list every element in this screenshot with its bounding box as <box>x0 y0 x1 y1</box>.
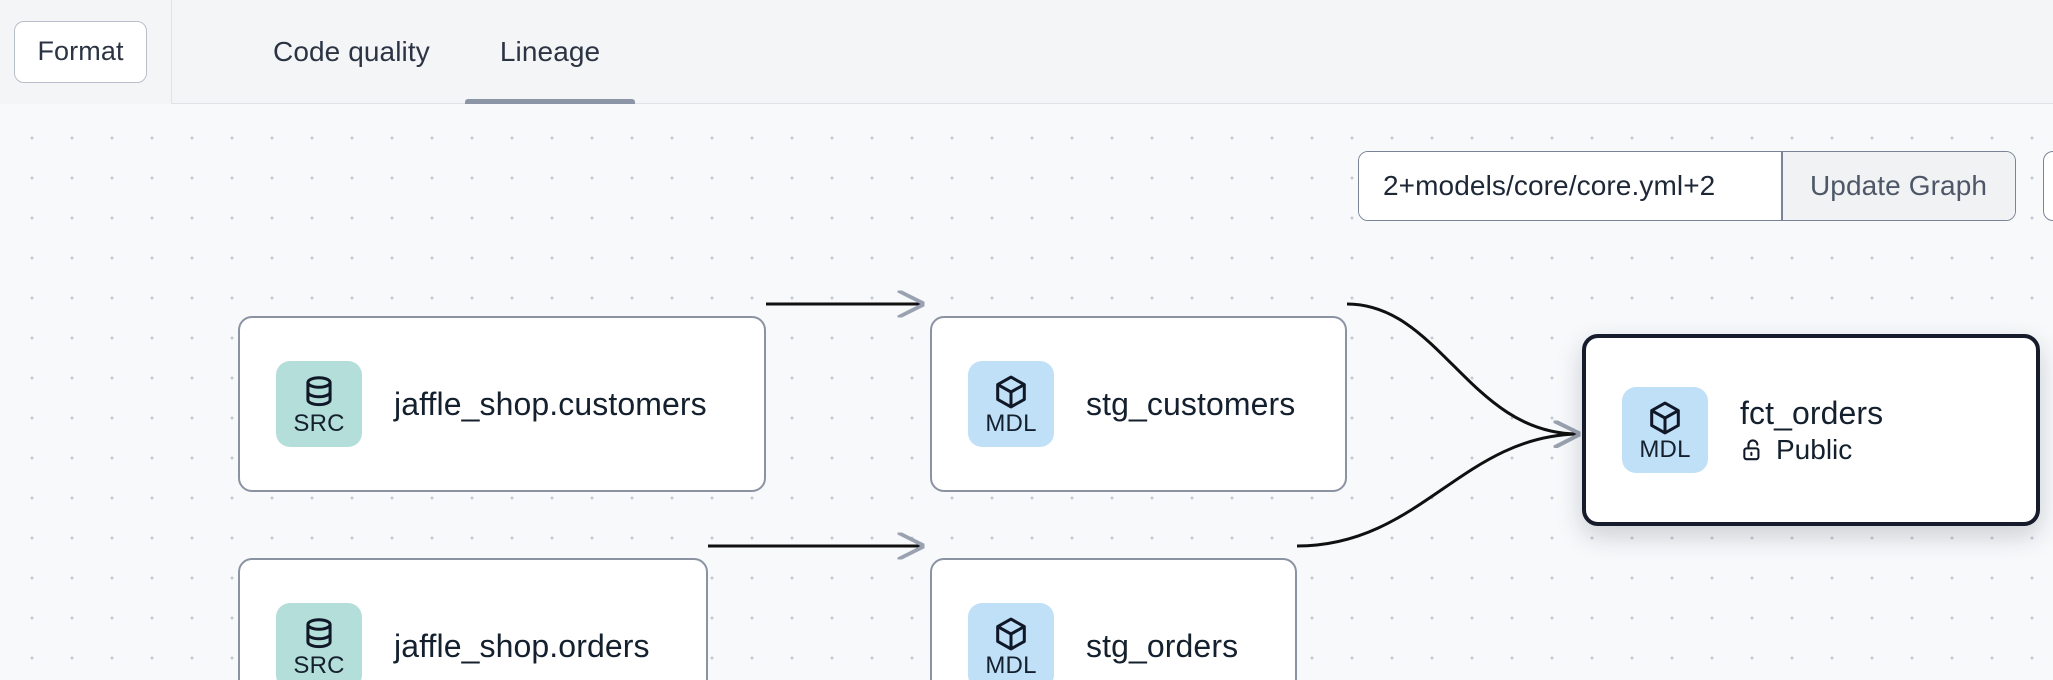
badge-mdl: MDL <box>968 361 1054 447</box>
overflow-control-button[interactable] <box>2043 151 2053 221</box>
node-body: jaffle_shop.orders <box>394 628 650 665</box>
node-title: jaffle_shop.customers <box>394 385 707 422</box>
database-icon <box>306 375 332 406</box>
node-body: jaffle_shop.customers <box>394 386 707 423</box>
node-title: jaffle_shop.orders <box>394 627 650 664</box>
node-body: stg_orders <box>1086 628 1238 665</box>
node-body: stg_customers <box>1086 386 1295 423</box>
badge-label: MDL <box>985 409 1037 437</box>
badge-src: SRC <box>276 361 362 447</box>
format-button[interactable]: Format <box>14 20 147 83</box>
cube-icon <box>996 617 1026 650</box>
toolbar-divider <box>1781 152 1783 220</box>
node-stg-customers[interactable]: MDL stg_customers <box>930 316 1347 492</box>
node-jaffle-shop-orders[interactable]: SRC jaffle_shop.orders <box>238 558 708 680</box>
badge-label: SRC <box>293 651 345 679</box>
graph-controls-toolbar: Update Graph <box>1358 151 2016 221</box>
cube-icon <box>1650 401 1680 434</box>
badge-label: MDL <box>985 651 1037 679</box>
model-selector-input[interactable] <box>1359 152 1781 220</box>
badge-label: MDL <box>1639 435 1691 463</box>
update-graph-button[interactable]: Update Graph <box>1782 152 2015 220</box>
edge-stgcustomers-to-fct <box>1346 302 1578 434</box>
node-jaffle-shop-customers[interactable]: SRC jaffle_shop.customers <box>238 316 766 492</box>
badge-mdl: MDL <box>1622 387 1708 473</box>
format-button-zone: Format <box>0 0 172 104</box>
lineage-canvas[interactable]: SRC jaffle_shop.customers SRC jaffle_sho… <box>0 104 2053 680</box>
node-title: stg_customers <box>1086 385 1296 422</box>
node-fct-orders[interactable]: MDL fct_orders Public <box>1582 334 2040 526</box>
unlock-icon <box>1743 438 1760 460</box>
node-stg-orders[interactable]: MDL stg_orders <box>930 558 1297 680</box>
node-access-badge: Public <box>1740 434 1883 466</box>
badge-label: SRC <box>293 409 345 437</box>
node-access-label: Public <box>1776 433 1853 465</box>
top-toolbar: Format Code quality Lineage <box>0 0 2053 104</box>
badge-mdl: MDL <box>968 603 1054 680</box>
node-title: stg_orders <box>1086 627 1239 664</box>
cube-icon <box>996 375 1026 408</box>
node-body: fct_orders Public <box>1740 395 1883 466</box>
database-icon <box>306 617 332 648</box>
badge-src: SRC <box>276 603 362 680</box>
tab-lineage[interactable]: Lineage <box>464 0 636 104</box>
tab-bar: Code quality Lineage <box>172 0 636 104</box>
tab-code-quality[interactable]: Code quality <box>273 35 430 67</box>
node-title: fct_orders <box>1740 394 1884 431</box>
